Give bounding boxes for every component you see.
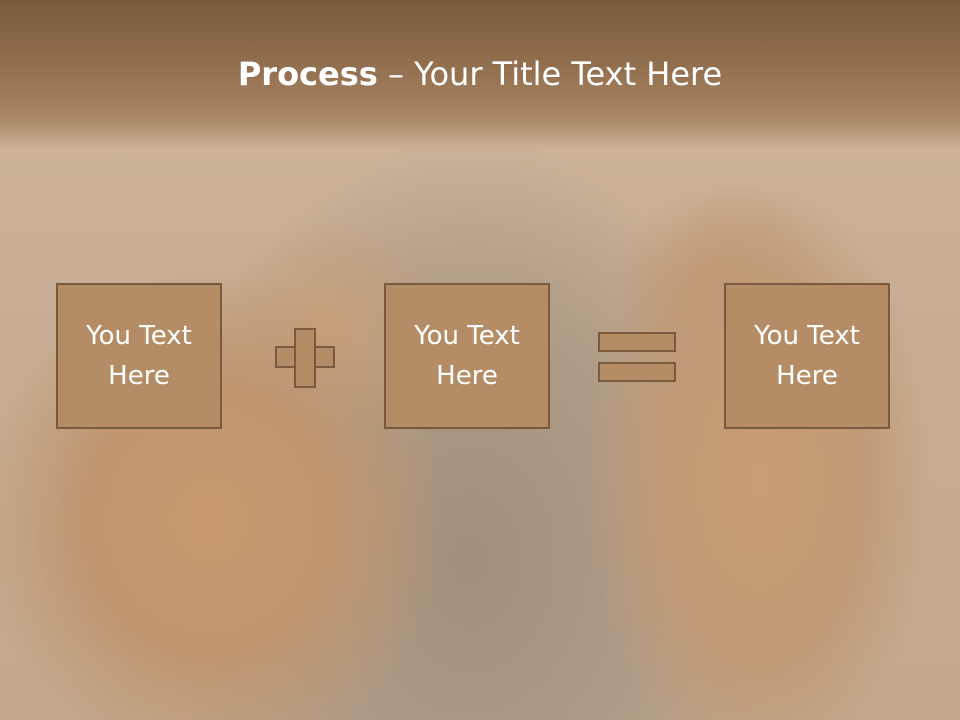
box-1-line-1: You Text	[86, 321, 192, 351]
plus-center-fill	[296, 348, 314, 366]
equals-bottom-bar	[598, 362, 676, 382]
title-bar	[0, 0, 960, 150]
title-rest: – Your Title Text Here	[377, 55, 723, 93]
process-box-3[interactable]: You Text Here	[724, 283, 890, 429]
title-bold: Process	[237, 55, 378, 93]
process-box-1-text: You Text Here	[69, 316, 209, 396]
box-2-line-1: You Text	[414, 321, 520, 351]
process-box-2[interactable]: You Text Here	[384, 283, 550, 429]
process-box-2-text: You Text Here	[397, 316, 537, 396]
equals-top-bar	[598, 332, 676, 352]
box-2-line-2: Here	[436, 361, 498, 391]
process-box-3-text: You Text Here	[737, 316, 877, 396]
process-box-1[interactable]: You Text Here	[56, 283, 222, 429]
box-1-line-2: Here	[108, 361, 170, 391]
slide-title: Process – Your Title Text Here	[0, 52, 960, 96]
box-3-line-2: Here	[776, 361, 838, 391]
box-3-line-1: You Text	[754, 321, 860, 351]
